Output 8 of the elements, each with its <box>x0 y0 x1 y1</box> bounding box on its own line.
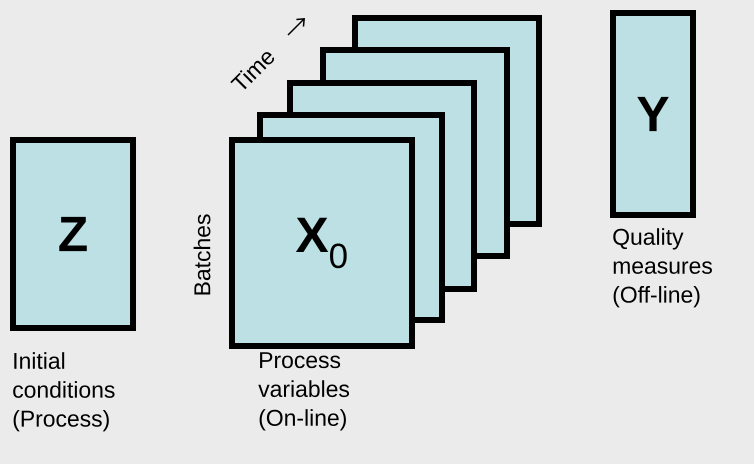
axis-label: Time <box>230 52 274 90</box>
axis-label: Batches <box>194 214 210 295</box>
matrix-box: X$_{0}$ <box>229 137 415 349</box>
matrix-box: Y <box>610 10 696 218</box>
caption-text: Initial conditions (Process) <box>13 352 115 432</box>
caption-text: Process variables (On-line) <box>258 352 350 430</box>
matrix-box: Z <box>10 137 136 331</box>
caption-text: Quality measures (Off-line) <box>613 228 712 308</box>
